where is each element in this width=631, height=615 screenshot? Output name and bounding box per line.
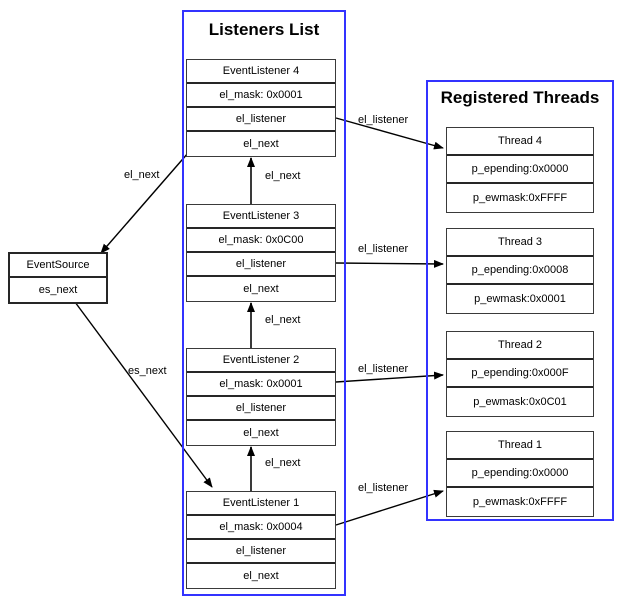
thread4-p-epending: p_epending:0x0000 xyxy=(447,156,593,184)
listener1-title: EventListener 1 xyxy=(187,492,335,516)
thread2-p-ewmask: p_ewmask:0x0C01 xyxy=(447,388,593,416)
listener4-el-mask: el_mask: 0x0001 xyxy=(187,84,335,108)
thread3-p-epending: p_epending:0x0008 xyxy=(447,257,593,285)
thread1-p-epending: p_epending:0x0000 xyxy=(447,460,593,488)
thread1-title: Thread 1 xyxy=(447,432,593,460)
node-event-source[interactable]: EventSource es_next xyxy=(8,252,108,304)
listener2-el-next: el_next xyxy=(187,421,335,445)
group-listeners-list-title: Listeners List xyxy=(208,20,320,39)
thread2-p-epending: p_epending:0x000F xyxy=(447,360,593,388)
listener3-el-next: el_next xyxy=(187,277,335,301)
thread2-title: Thread 2 xyxy=(447,332,593,360)
node-thread-2[interactable]: Thread 2 p_epending:0x000F p_ewmask:0x0C… xyxy=(446,331,594,417)
edge-label-listener2-to-listener3: el_next xyxy=(265,314,301,326)
event-source-field-es-next: es_next xyxy=(10,278,106,302)
listener4-title: EventListener 4 xyxy=(187,60,335,84)
thread3-p-ewmask: p_ewmask:0x0001 xyxy=(447,285,593,313)
listener3-title: EventListener 3 xyxy=(187,205,335,229)
edge-label-listener3-to-listener4: el_next xyxy=(265,170,301,182)
thread3-title: Thread 3 xyxy=(447,229,593,257)
listener3-el-listener: el_listener xyxy=(187,253,335,277)
listener4-el-next: el_next xyxy=(187,132,335,156)
listener3-el-mask: el_mask: 0x0C00 xyxy=(187,229,335,253)
node-thread-1[interactable]: Thread 1 p_epending:0x0000 p_ewmask:0xFF… xyxy=(446,431,594,517)
edge-label-listener1-to-thread1: el_listener xyxy=(358,482,409,494)
edge-label-listener3-to-thread3: el_listener xyxy=(358,243,409,255)
edge-label-listener1-to-listener2: el_next xyxy=(265,457,301,469)
node-event-listener-3[interactable]: EventListener 3 el_mask: 0x0C00 el_liste… xyxy=(186,204,336,302)
node-event-listener-2[interactable]: EventListener 2 el_mask: 0x0001 el_liste… xyxy=(186,348,336,446)
edge-label-source-to-listener1: es_next xyxy=(128,365,167,377)
edge-label-source-to-listener4: el_next xyxy=(124,169,160,181)
edge-label-listener4-to-thread4: el_listener xyxy=(358,114,409,126)
listener2-el-mask: el_mask: 0x0001 xyxy=(187,373,335,397)
node-thread-3[interactable]: Thread 3 p_epending:0x0008 p_ewmask:0x00… xyxy=(446,228,594,314)
edge-label-listener2-to-thread2: el_listener xyxy=(358,363,409,375)
listener1-el-listener: el_listener xyxy=(187,540,335,564)
edge-source-to-listener4 xyxy=(100,144,196,254)
listener4-el-listener: el_listener xyxy=(187,108,335,132)
group-registered-threads xyxy=(426,80,614,521)
listener2-el-listener: el_listener xyxy=(187,397,335,421)
node-thread-4[interactable]: Thread 4 p_epending:0x0000 p_ewmask:0xFF… xyxy=(446,127,594,213)
listener2-title: EventListener 2 xyxy=(187,349,335,373)
thread4-p-ewmask: p_ewmask:0xFFFF xyxy=(447,184,593,212)
node-event-listener-4[interactable]: EventListener 4 el_mask: 0x0001 el_liste… xyxy=(186,59,336,157)
node-event-listener-1[interactable]: EventListener 1 el_mask: 0x0004 el_liste… xyxy=(186,491,336,589)
listener1-el-next: el_next xyxy=(187,564,335,588)
event-source-title: EventSource xyxy=(10,254,106,278)
thread4-title: Thread 4 xyxy=(447,128,593,156)
thread1-p-ewmask: p_ewmask:0xFFFF xyxy=(447,488,593,516)
group-listeners-list xyxy=(182,10,346,596)
listener1-el-mask: el_mask: 0x0004 xyxy=(187,516,335,540)
group-registered-threads-title: Registered Threads xyxy=(440,88,600,107)
